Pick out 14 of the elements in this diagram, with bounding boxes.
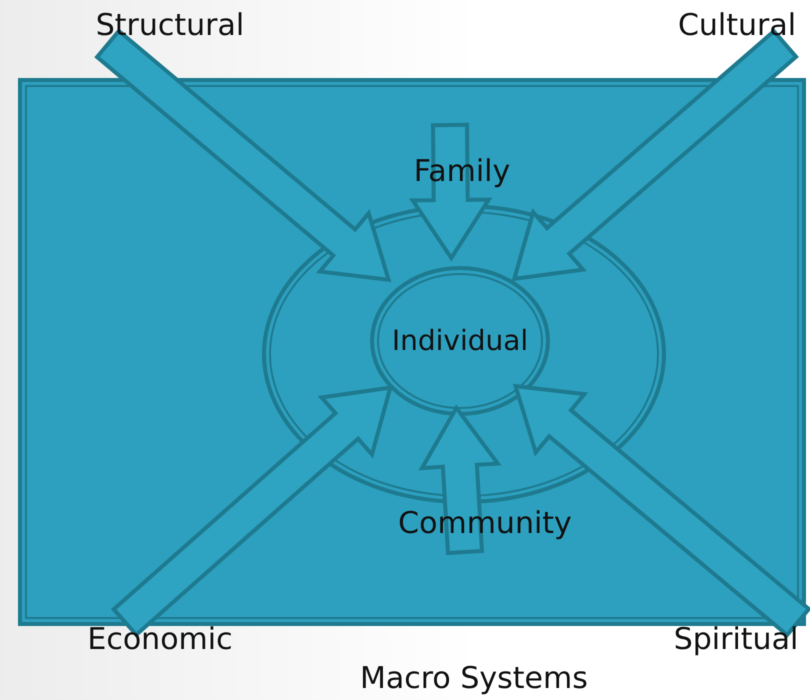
- node-label: Individual: [392, 327, 528, 355]
- side-label: Spiritual: [666, 622, 806, 658]
- block-arrow: [110, 385, 394, 638]
- side-label: Structural: [88, 8, 252, 44]
- arrow-label: Community: [398, 509, 572, 539]
- block-arrow: [408, 122, 492, 262]
- side-label: Economic: [78, 622, 242, 658]
- block-arrow: [418, 404, 502, 556]
- node-label: Macro Systems: [360, 664, 588, 694]
- block-arrow: [94, 28, 392, 282]
- arrow-label: Family: [414, 157, 510, 187]
- side-label: Cultural: [668, 8, 806, 44]
- block-arrow: [512, 28, 799, 282]
- block-arrow: [512, 384, 810, 638]
